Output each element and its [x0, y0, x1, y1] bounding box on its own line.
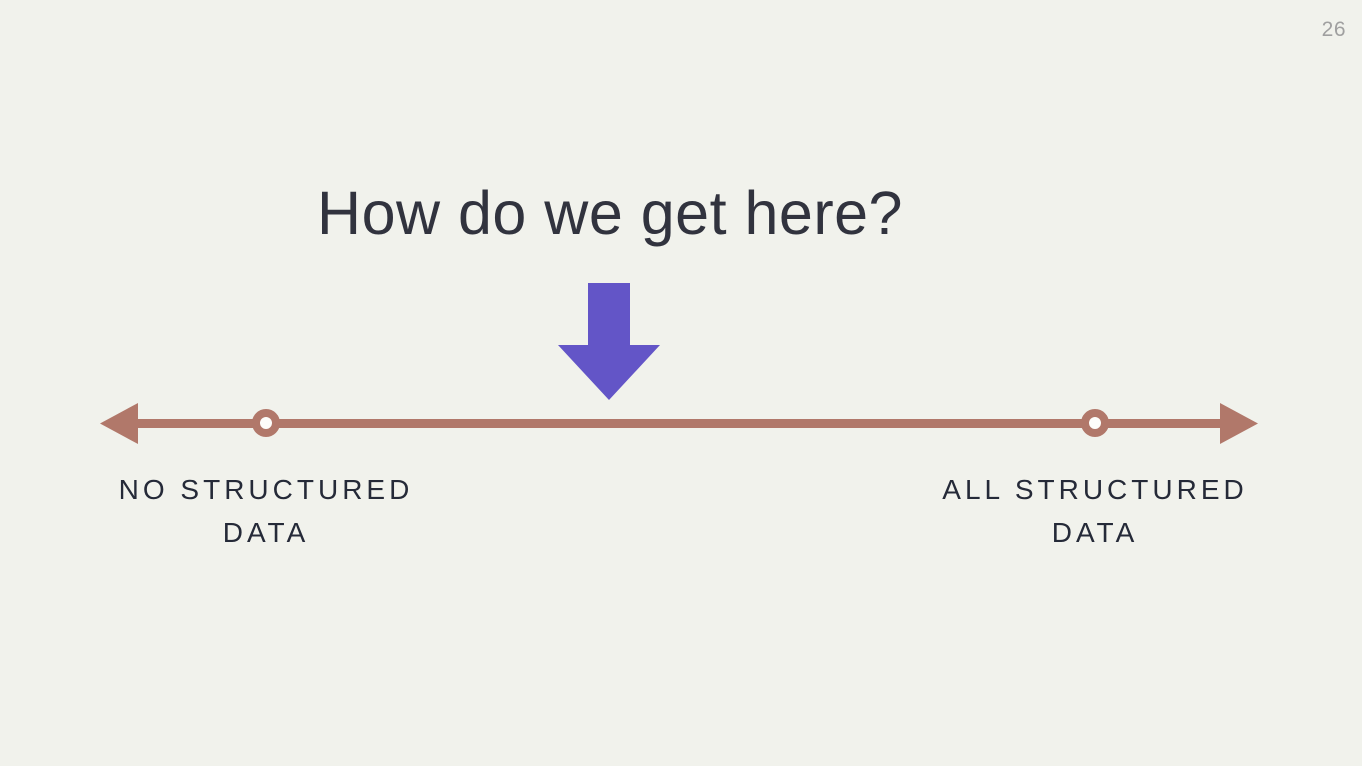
page-number: 26	[1321, 18, 1346, 41]
left-marker-dot	[252, 409, 280, 437]
right-axis-label: ALL STRUCTURED DATA	[942, 474, 1248, 548]
left-axis-label: NO STRUCTURED DATA	[118, 474, 414, 548]
right-arrowhead-icon	[1220, 403, 1258, 444]
right-marker-dot	[1081, 409, 1109, 437]
left-arrowhead-icon	[100, 403, 138, 444]
slide-title: How do we get here?	[317, 179, 903, 247]
spectrum-line	[112, 419, 1250, 428]
